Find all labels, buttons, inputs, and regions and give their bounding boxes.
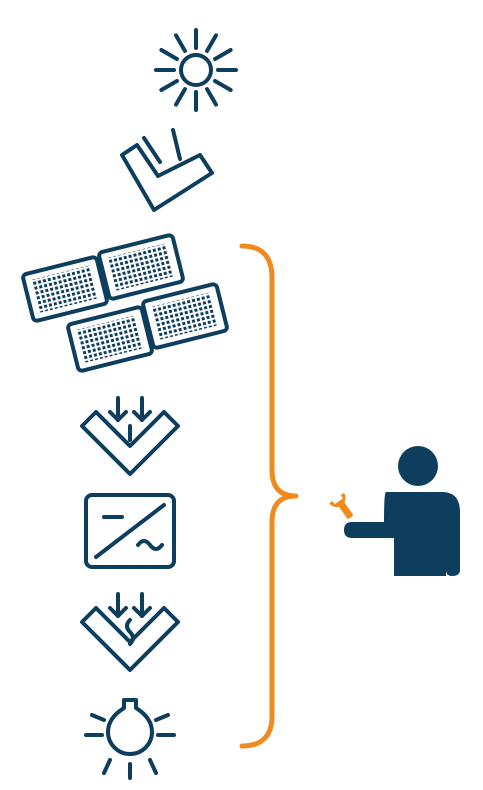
dc-current-arrow-icon [80, 396, 180, 476]
sunlight-arrow-icon [120, 128, 214, 212]
sun-ray [159, 48, 179, 61]
sun-ray [213, 79, 233, 92]
wrench-icon [329, 492, 353, 519]
light-bulb-icon [84, 698, 176, 780]
solar-panel [97, 233, 185, 301]
technician-with-wrench-icon [329, 446, 460, 576]
technician-body [344, 492, 460, 576]
sun-ray [205, 87, 218, 107]
sun-ray [205, 33, 218, 53]
curly-brace-icon [239, 243, 299, 749]
inverter-icon [84, 493, 176, 569]
sun-ray [174, 33, 187, 53]
technician-head [398, 446, 438, 486]
solar-panel [66, 305, 154, 373]
solar-panels-icon [21, 233, 229, 373]
solar-panel [21, 255, 109, 323]
sun-icon [154, 28, 238, 112]
sun-ray [213, 48, 233, 61]
sun-ray [159, 79, 179, 92]
solar-panel [141, 282, 229, 350]
ac-current-arrow-icon [80, 592, 180, 672]
sun-ray [174, 87, 187, 107]
